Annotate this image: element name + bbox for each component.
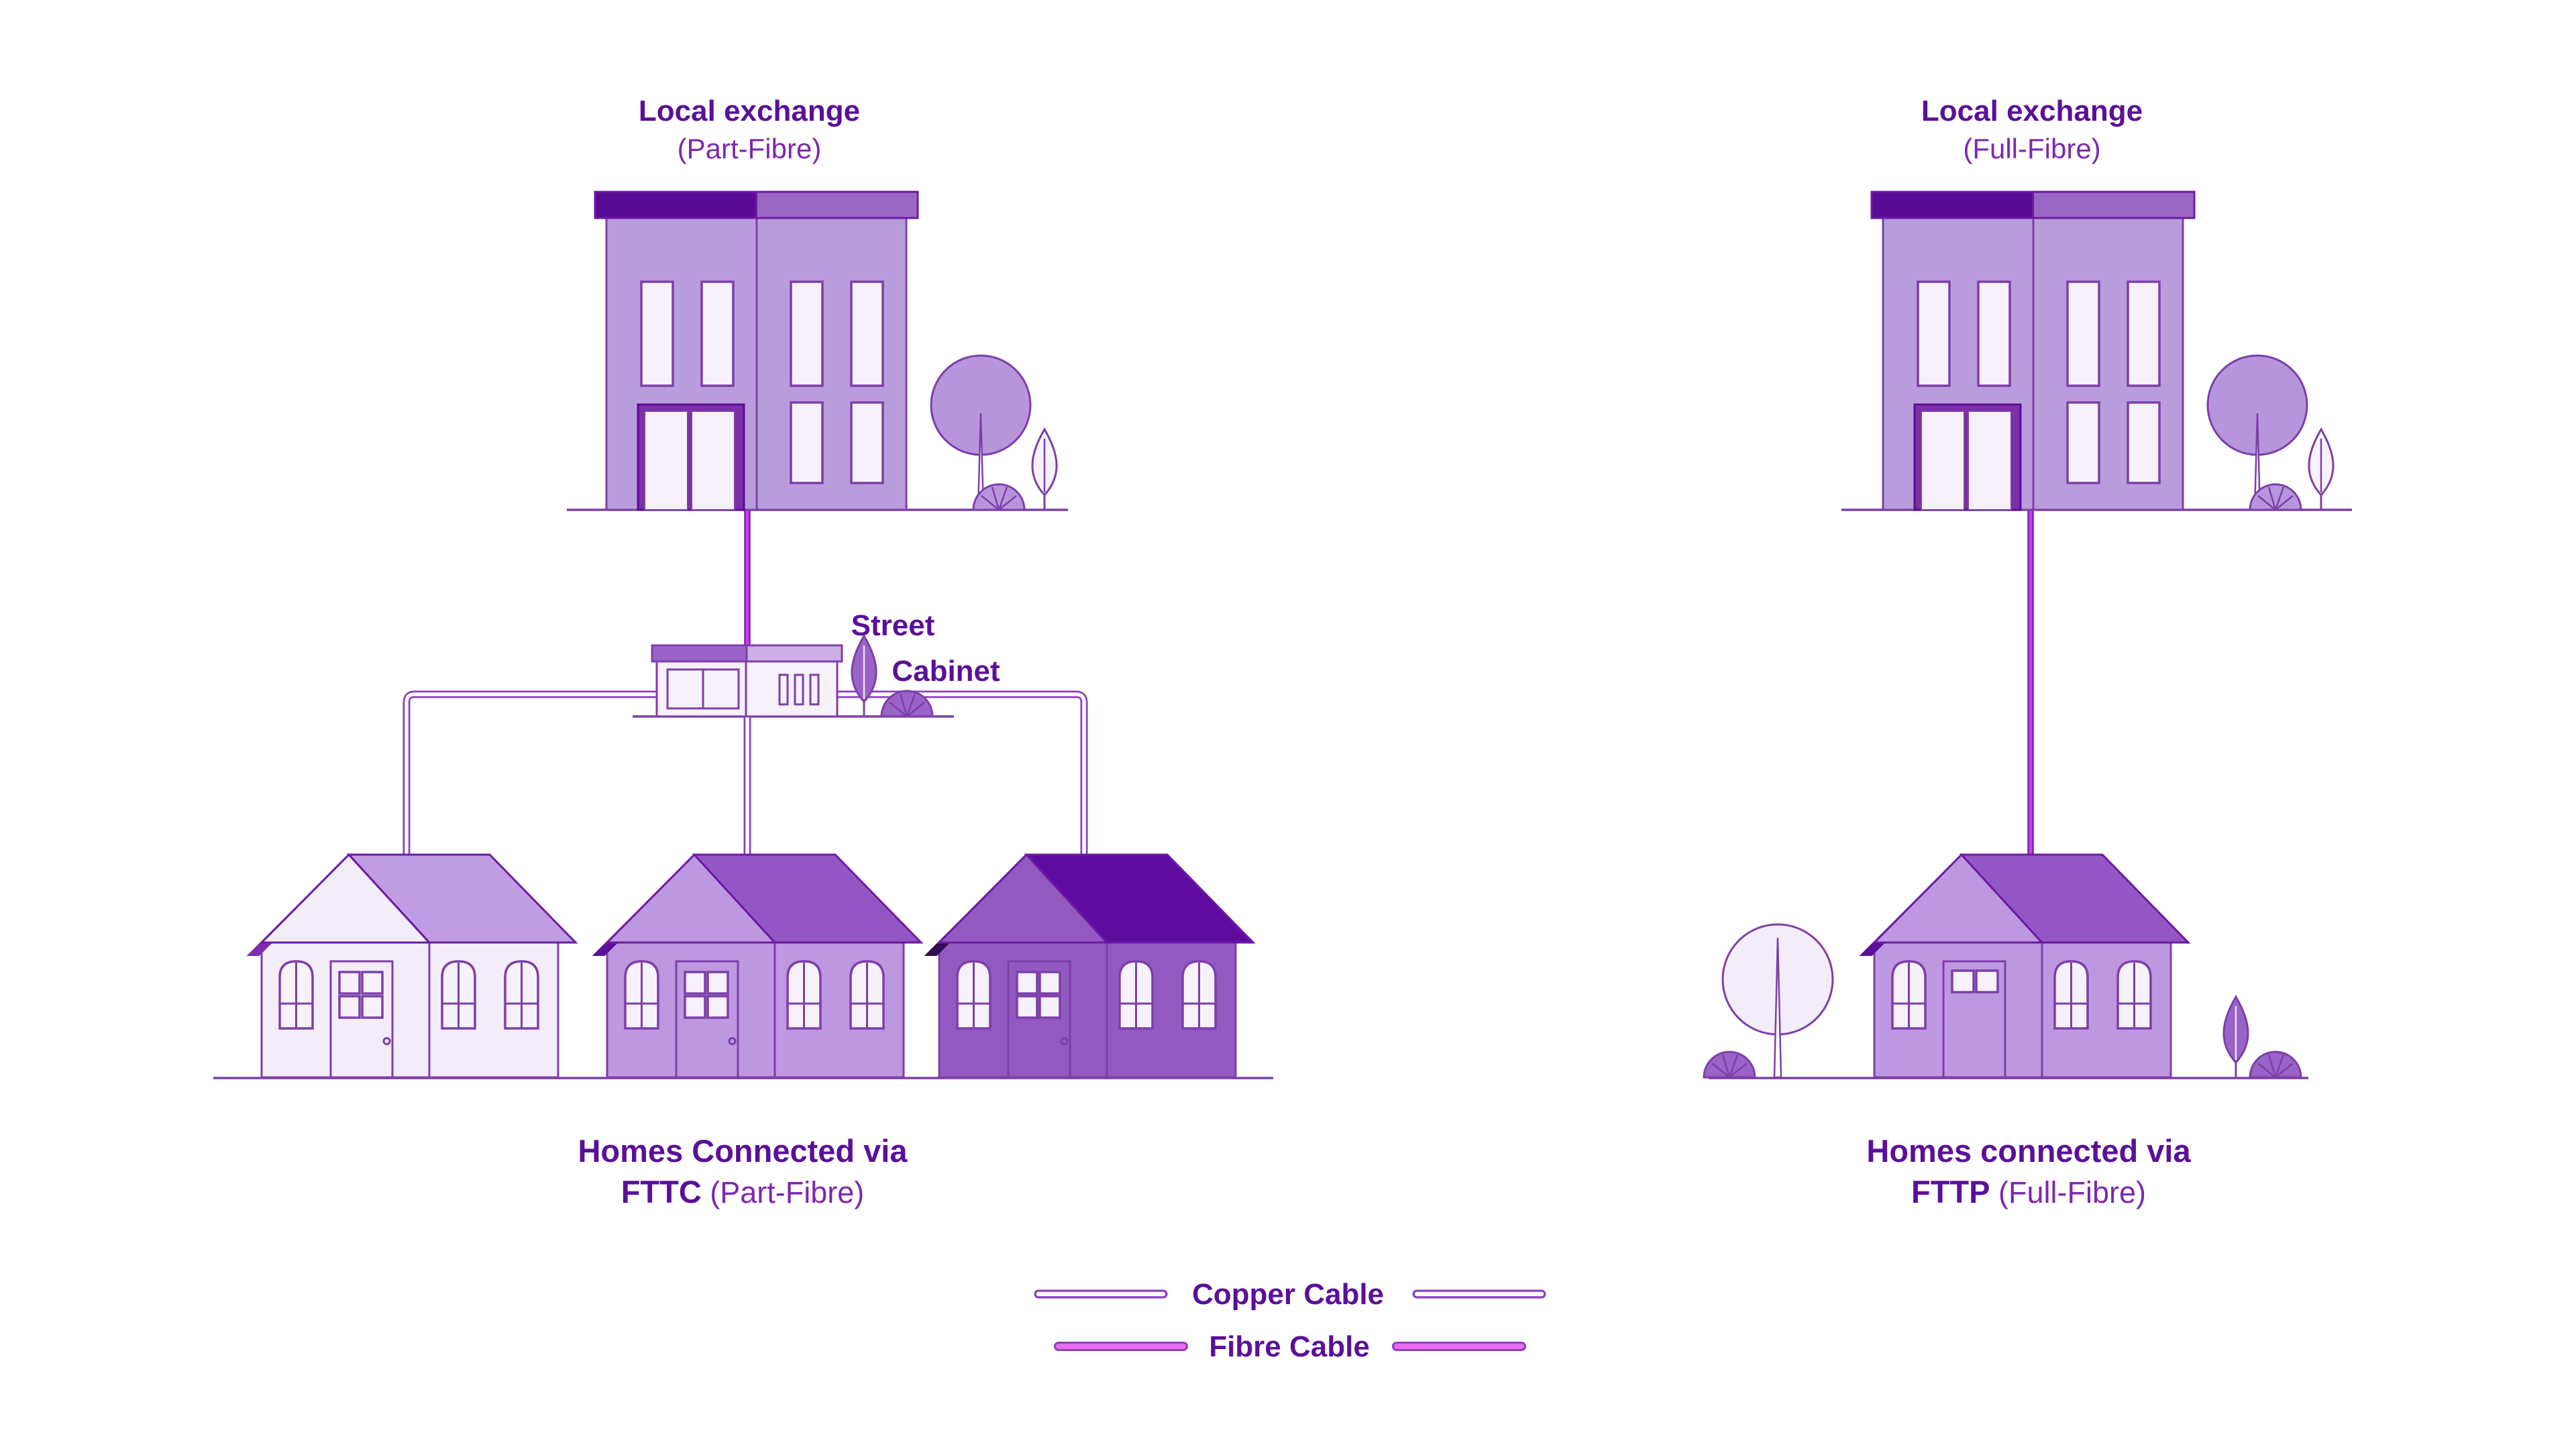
fttc-suffix: (Part-Fibre)	[701, 1175, 865, 1210]
fttc-acronym: FTTC	[621, 1174, 702, 1210]
fttc-caption: Homes Connected via FTTC (Part-Fibre)	[578, 1131, 907, 1214]
house-fttc-3	[924, 853, 1254, 1079]
fttp-suffix: (Full-Fibre)	[1990, 1175, 2146, 1210]
local-exchange-full-fibre-building	[1872, 192, 2333, 510]
fttc-caption-line2: FTTC (Part-Fibre)	[578, 1171, 907, 1214]
right-exchange-title-line: Local exchange	[1921, 95, 2143, 127]
street-cabinet-box	[651, 644, 843, 718]
house-fttc-2	[592, 853, 922, 1079]
left-exchange-title: Local exchange (Part-Fibre)	[639, 93, 860, 168]
right-exchange-subtitle: (Full-Fibre)	[1963, 133, 2101, 164]
street-cabinet-label-line1: Street	[851, 609, 935, 642]
fttp-caption-line2: FTTP (Full-Fibre)	[1866, 1171, 2190, 1214]
copper-cable-cabinet-to-homes	[402, 690, 1088, 860]
bush-icon	[2249, 1051, 2302, 1079]
fttp-caption-line1: Homes connected via	[1866, 1133, 2191, 1169]
local-exchange-part-fibre-building	[595, 192, 1057, 510]
leaf-tree-icon	[2222, 996, 2249, 1079]
house-fttp	[1860, 853, 2190, 1079]
fttp-caption: Homes connected via FTTP (Full-Fibre)	[1866, 1131, 2190, 1214]
legend-fibre-label: Fibre Cable	[1209, 1330, 1370, 1363]
right-exchange-title: Local exchange (Full-Fibre)	[1921, 93, 2143, 168]
tree-trunk-icon	[1773, 937, 1782, 1079]
fttc-caption-line1: Homes Connected via	[578, 1133, 908, 1169]
left-exchange-subtitle: (Part-Fibre)	[677, 133, 822, 164]
fttp-acronym: FTTP	[1911, 1174, 1990, 1210]
legend-copper-label: Copper Cable	[1191, 1278, 1385, 1311]
bush-icon	[1703, 1051, 1756, 1079]
house-fttc-1	[247, 853, 577, 1079]
street-cabinet-label-line2: Cabinet	[892, 655, 1000, 688]
left-exchange-title-line: Local exchange	[638, 95, 861, 127]
leaf-tree-icon	[851, 635, 877, 718]
